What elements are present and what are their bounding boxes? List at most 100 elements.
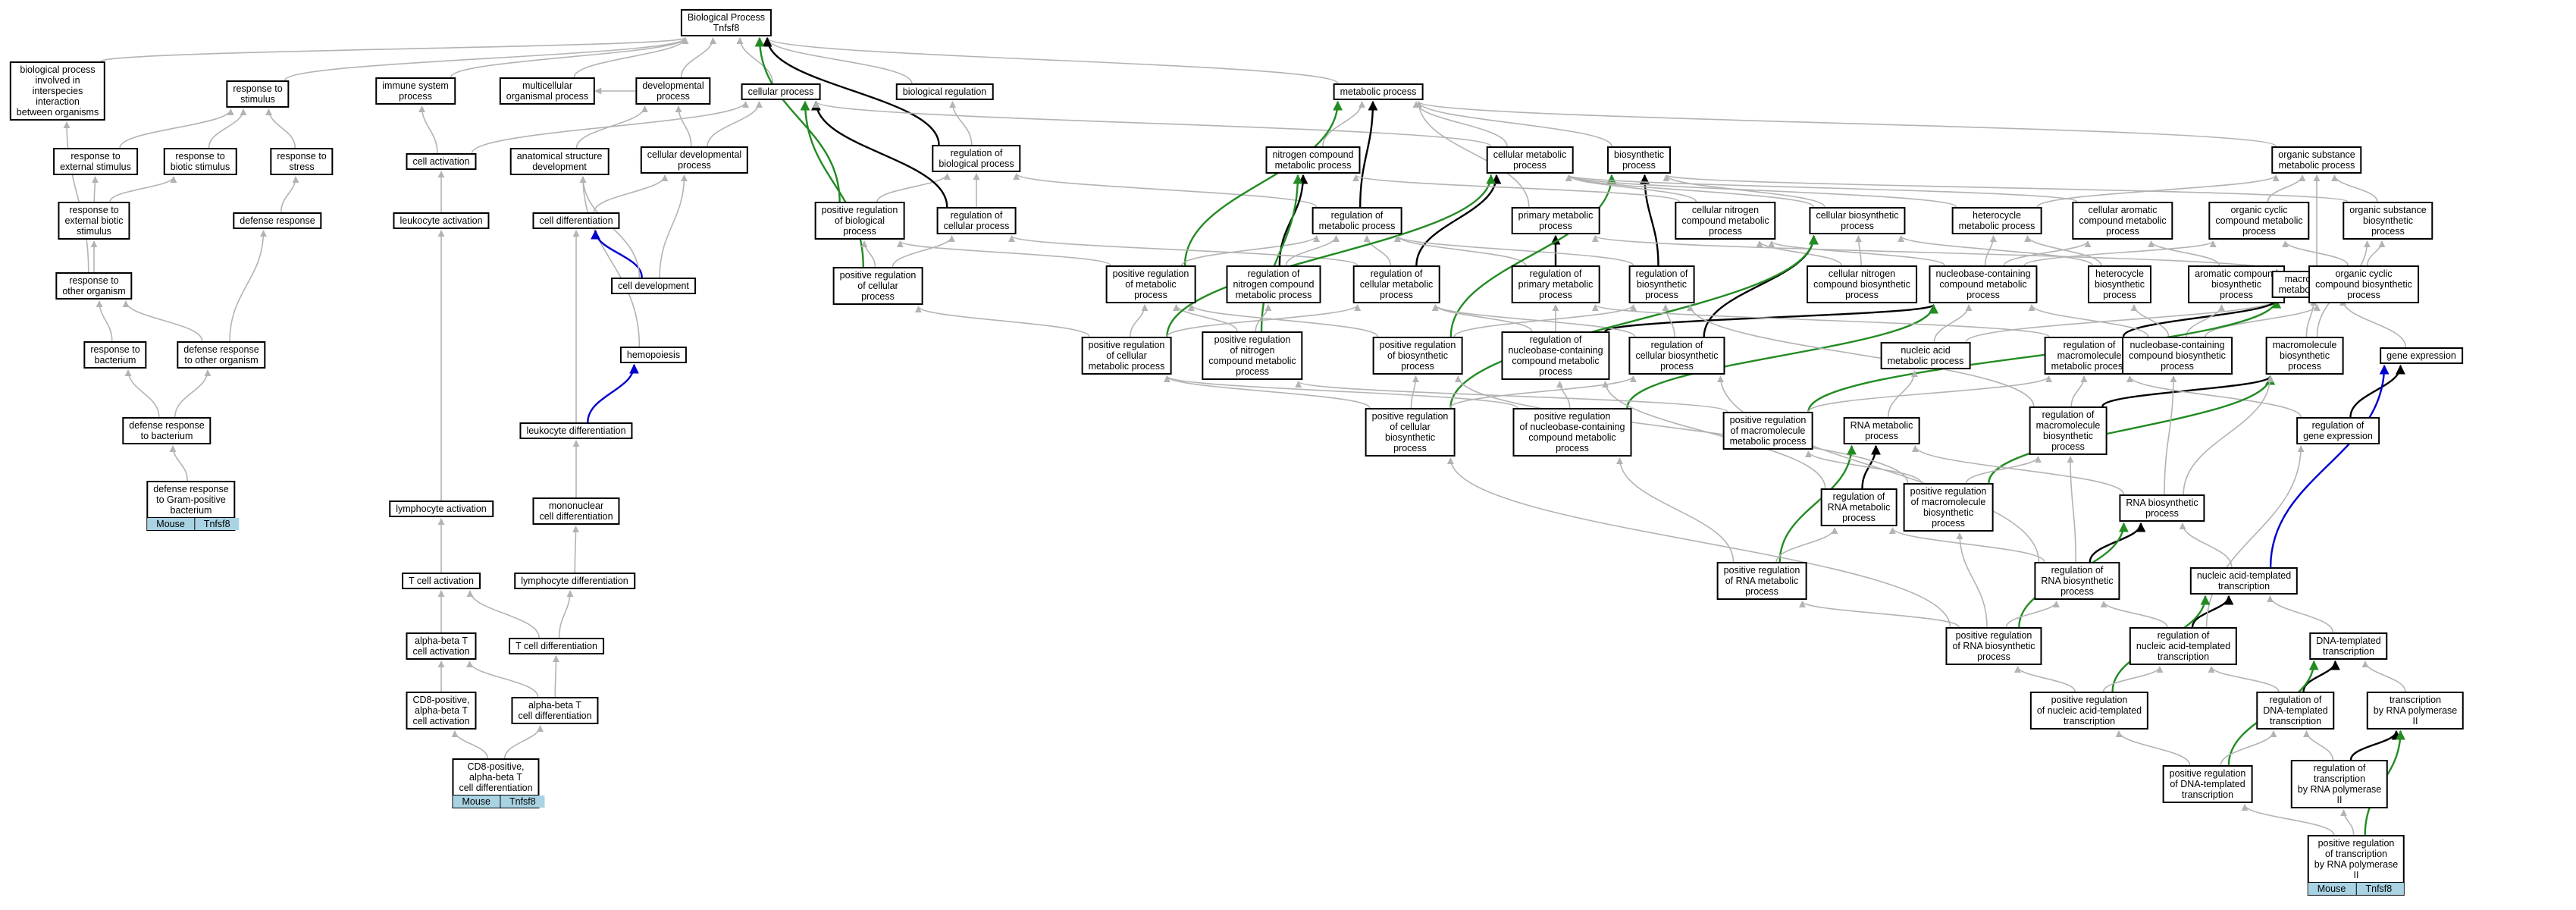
go-term-node[interactable]: positive regulation of macromolecule met… <box>1722 412 1813 450</box>
go-term-node[interactable]: response to external stimulus <box>53 148 138 175</box>
go-term-node[interactable]: defense response to other organism <box>177 341 266 369</box>
go-term-node[interactable]: RNA metabolic process <box>1843 417 1920 444</box>
go-term-node[interactable]: positive regulation of macromolecule bio… <box>1903 483 1994 532</box>
go-term-node[interactable]: Biological Process Tnfsf8 <box>680 9 772 36</box>
go-term-node[interactable]: nucleobase-containing compound metabolic… <box>1929 265 2038 303</box>
go-term-node[interactable]: T cell differentiation <box>509 638 604 654</box>
go-term-node[interactable]: regulation of nitrogen compound metaboli… <box>1226 265 1321 303</box>
go-term-node[interactable]: response to stress <box>270 148 334 175</box>
go-term-node[interactable]: regulation of nucleobase-containing comp… <box>1501 331 1610 380</box>
go-term-node[interactable]: leukocyte activation <box>393 212 490 229</box>
go-term-node[interactable]: positive regulation of cellular metaboli… <box>1081 337 1172 375</box>
go-term-node[interactable]: metabolic process <box>1333 83 1424 100</box>
go-term-node[interactable]: organic cyclic compound metabolic proces… <box>2208 202 2310 240</box>
go-term-node[interactable]: regulation of RNA biosynthetic process <box>2034 562 2120 600</box>
go-term-node[interactable]: positive regulation of RNA metabolic pro… <box>1716 562 1807 600</box>
go-term-node[interactable]: lymphocyte activation <box>389 500 494 517</box>
go-term-node[interactable]: cellular aromatic compound metabolic pro… <box>2072 202 2173 240</box>
go-term-node[interactable]: alpha-beta T cell activation <box>406 632 477 660</box>
go-term-node[interactable]: heterocycle metabolic process <box>1951 207 2042 234</box>
go-term-node[interactable]: regulation of RNA metabolic process <box>1820 488 1898 526</box>
go-term-node[interactable]: DNA-templated transcription <box>2309 632 2388 660</box>
go-term-node[interactable]: regulation of biological process <box>932 145 1021 172</box>
go-term-node[interactable]: anatomical structure development <box>509 148 610 175</box>
go-term-node[interactable]: organic substance metabolic process <box>2271 146 2362 174</box>
go-term-node[interactable]: positive regulation of metabolic process <box>1105 265 1196 303</box>
go-term-node[interactable]: regulation of biosynthetic process <box>1628 265 1695 303</box>
go-term-node[interactable]: immune system process <box>375 77 456 105</box>
go-term-node[interactable]: biological regulation <box>895 83 994 100</box>
go-term-node[interactable]: cell differentiation <box>532 212 620 229</box>
go-term-node[interactable]: cellular developmental process <box>640 146 749 174</box>
go-term-node[interactable]: regulation of DNA-templated transcriptio… <box>2256 692 2335 730</box>
go-term-node[interactable]: positive regulation of nitrogen compound… <box>1202 331 1303 380</box>
go-term-node[interactable]: hemopoiesis <box>619 347 688 363</box>
go-term-node[interactable]: cellular metabolic process <box>1486 146 1574 174</box>
go-term-node[interactable]: response to bacterium <box>83 341 147 369</box>
go-term-node[interactable]: organic substance biosynthetic process <box>2343 202 2433 240</box>
go-term-node[interactable]: positive regulation of nucleic acid-temp… <box>2029 692 2149 730</box>
go-term-node[interactable]: macromolecule biosynthetic process <box>2265 337 2344 375</box>
go-term-node[interactable]: positive regulation of cellular process <box>832 267 923 305</box>
go-term-node[interactable]: cell development <box>611 278 696 294</box>
go-term-node[interactable]: alpha-beta T cell differentiation <box>511 697 599 724</box>
edge-is-a <box>174 369 212 418</box>
go-term-node[interactable]: cellular nitrogen compound biosynthetic … <box>1807 265 1917 303</box>
go-term-node[interactable]: defense response to bacterium <box>122 417 212 444</box>
go-term-node[interactable]: nucleic acid metabolic process <box>1880 342 1971 369</box>
go-term-node[interactable]: positive regulation of cellular biosynth… <box>1365 408 1456 457</box>
go-term-node[interactable]: regulation of cellular metabolic process <box>1352 265 1440 303</box>
go-term-node[interactable]: positive regulation of biological proces… <box>814 202 905 240</box>
go-term-node[interactable]: mononuclear cell differentiation <box>532 497 620 525</box>
go-term-node[interactable]: biological process involved in interspec… <box>9 61 106 121</box>
go-term-node[interactable]: biosynthetic process <box>1606 146 1672 174</box>
go-term-node[interactable]: response to other organism <box>55 272 133 300</box>
edge-positively-regulates <box>1807 298 2282 413</box>
go-term-node[interactable]: regulation of macromolecule biosynthetic… <box>2029 406 2107 455</box>
go-term-node[interactable]: RNA biosynthetic process <box>2119 494 2205 522</box>
go-term-node[interactable]: regulation of cellular process <box>936 207 1017 234</box>
go-term-node[interactable]: CD8-positive, alpha-beta T cell differen… <box>452 758 540 796</box>
go-term-node[interactable]: transcription by RNA polymerase II <box>2366 692 2465 730</box>
go-term-node[interactable]: lymphocyte differentiation <box>514 573 635 589</box>
edge-is-a <box>284 37 689 81</box>
go-term-node[interactable]: regulation of gene expression <box>2296 417 2380 444</box>
go-term-node[interactable]: cellular biosynthetic process <box>1809 207 1906 234</box>
go-term-node[interactable]: regulation of macromolecule metabolic pr… <box>2044 337 2135 375</box>
go-term-node[interactable]: regulation of transcription by RNA polym… <box>2290 760 2389 808</box>
go-term-node[interactable]: defense response <box>233 212 322 229</box>
go-term-node[interactable]: defense response to Gram-positive bacter… <box>146 481 236 519</box>
go-term-node[interactable]: cell activation <box>406 153 477 170</box>
go-term-node[interactable]: aromatic compound biosynthetic process <box>2188 265 2285 303</box>
edge-positively-regulates <box>1988 375 2276 484</box>
go-term-node[interactable]: positive regulation of DNA-templated tra… <box>2162 765 2253 803</box>
edge-is-a <box>1431 304 1636 337</box>
go-term-node[interactable]: regulation of primary metabolic process <box>1511 265 1600 303</box>
go-term-node[interactable]: leukocyte differentiation <box>519 422 633 439</box>
go-term-node[interactable]: gene expression <box>2380 347 2463 364</box>
go-term-node[interactable]: nucleic acid-templated transcription <box>2189 567 2299 595</box>
go-term-node[interactable]: nucleobase-containing compound biosynthe… <box>2122 337 2233 375</box>
edge-is-a <box>707 101 763 147</box>
go-term-node[interactable]: response to external biotic stimulus <box>58 202 130 240</box>
go-term-node[interactable]: regulation of nucleic acid-templated tra… <box>2129 627 2238 665</box>
go-term-node[interactable]: regulation of metabolic process <box>1312 207 1402 234</box>
go-term-node[interactable]: developmental process <box>635 77 711 105</box>
go-term-node[interactable]: cellular nitrogen compound metabolic pro… <box>1675 202 1776 240</box>
edge-is-a <box>1556 381 1571 409</box>
go-term-node[interactable]: heterocycle biosynthetic process <box>2087 265 2152 303</box>
go-term-node[interactable]: T cell activation <box>402 573 481 589</box>
go-term-node[interactable]: multicellular organismal process <box>499 77 596 105</box>
go-term-node[interactable]: CD8-positive, alpha-beta T cell activati… <box>406 692 477 730</box>
go-term-node[interactable]: nitrogen compound metabolic process <box>1265 146 1361 174</box>
go-term-node[interactable]: response to biotic stimulus <box>163 148 237 175</box>
go-term-node[interactable]: response to stimulus <box>226 80 290 108</box>
go-term-node[interactable]: positive regulation of nucleobase-contai… <box>1512 408 1632 457</box>
go-term-node[interactable]: positive regulation of transcription by … <box>2307 835 2405 883</box>
go-term-node[interactable]: positive regulation of RNA biosynthetic … <box>1945 627 2042 665</box>
go-term-node[interactable]: organic cyclic compound biosynthetic pro… <box>2308 265 2419 303</box>
go-term-node[interactable]: primary metabolic process <box>1511 207 1600 234</box>
go-term-node[interactable]: positive regulation of biosynthetic proc… <box>1372 337 1463 375</box>
go-term-node[interactable]: cellular process <box>741 83 821 100</box>
go-term-node[interactable]: regulation of cellular biosynthetic proc… <box>1628 337 1725 375</box>
